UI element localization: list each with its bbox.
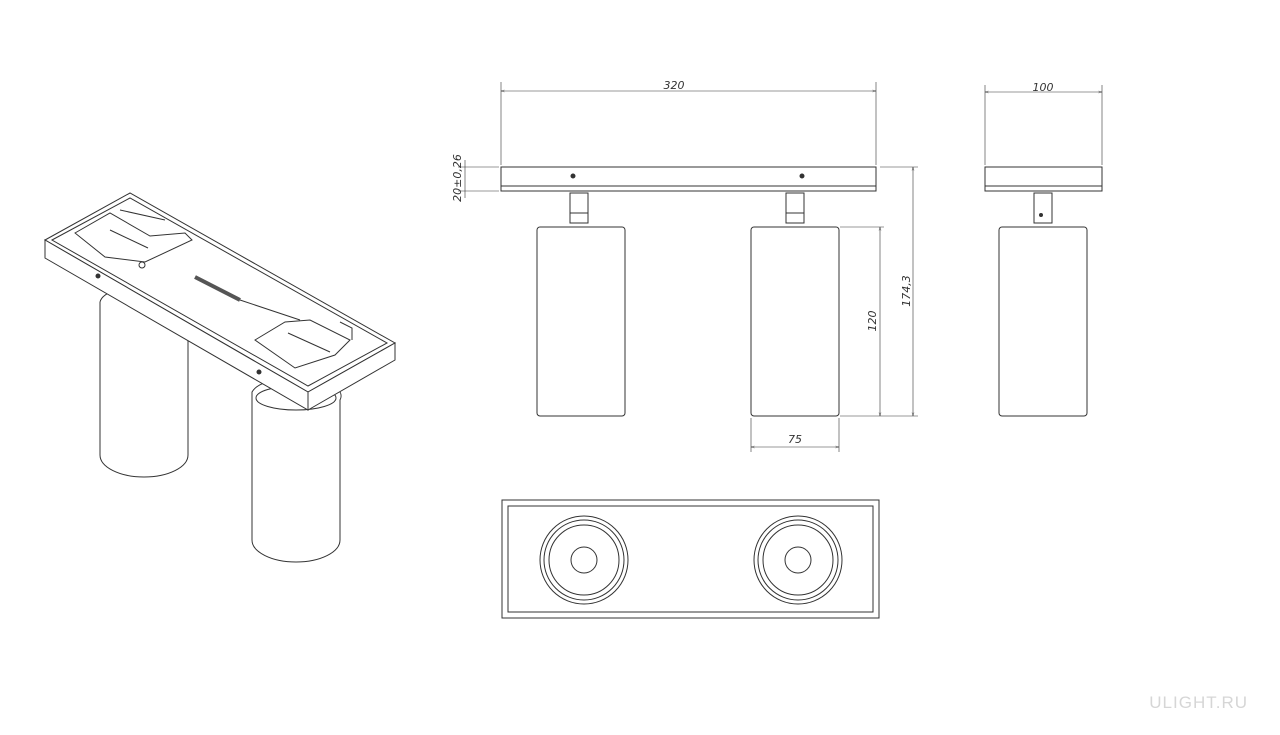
iso-base-plate [43, 192, 397, 411]
side-base [984, 166, 1103, 192]
front-base [500, 166, 877, 192]
dim-total-height: 174,3 [900, 275, 913, 307]
front-lamp-right [750, 192, 840, 417]
dim-base-height: 20±0,26 [451, 154, 464, 202]
front-lamp-left [536, 192, 626, 417]
dim-cylinder-height: 120 [866, 311, 879, 332]
dim-cylinder-diameter: 75 [788, 433, 802, 446]
dim-total-width: 320 [664, 79, 685, 92]
dim-side-width: 100 [1033, 81, 1054, 94]
watermark: ULIGHT.RU [1149, 693, 1248, 712]
side-view [984, 85, 1103, 417]
front-view [458, 82, 918, 452]
bottom-lamp-right [753, 515, 843, 605]
bottom-lamp-left [539, 515, 629, 605]
bottom-view [501, 499, 880, 619]
isometric-view [43, 192, 397, 563]
iso-cylinder-right [251, 377, 342, 563]
side-lamp [998, 226, 1088, 417]
